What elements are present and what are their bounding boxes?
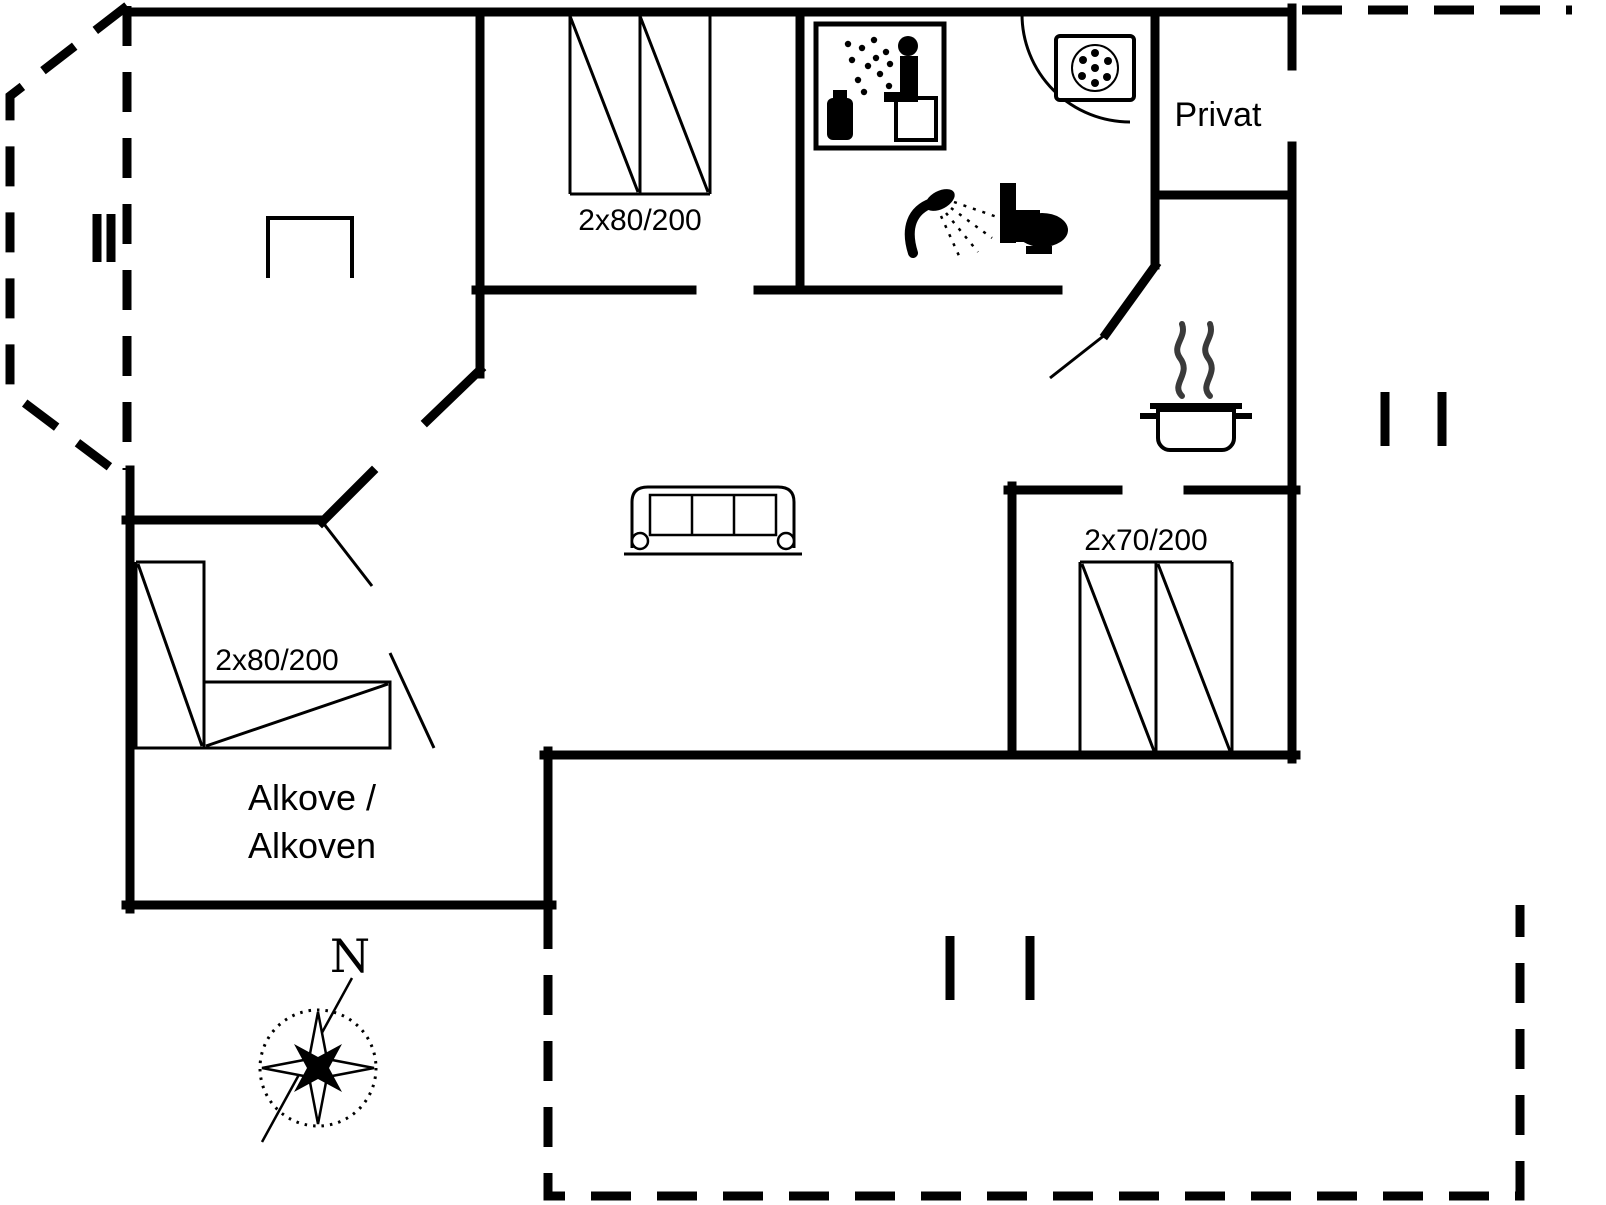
livingroom-diagonal — [420, 363, 487, 428]
compass-rose-icon — [258, 977, 378, 1143]
labels: 2x80/200 Privat 2x70/200 2x80/200 Alkove… — [215, 96, 1262, 983]
alkove-bed — [134, 560, 392, 750]
washing-machine-dots — [1078, 49, 1112, 87]
steam-right — [1202, 321, 1215, 399]
bottom-terrace-opening-marker — [945, 936, 1035, 1000]
toilet-base — [1026, 246, 1052, 254]
kitchen-diagonal-wall — [1099, 259, 1162, 341]
door-swings — [322, 13, 1131, 749]
exterior-walls — [121, 3, 1301, 914]
toilet-tank — [1000, 183, 1016, 243]
sofa-cushion-dividers — [690, 495, 736, 535]
alkove-door-leaf — [322, 523, 374, 587]
bottom-terrace-outline — [543, 905, 1525, 1201]
left-bay-terrace-outline — [5, 2, 130, 484]
terrace-dashed-outlines — [5, 2, 1572, 1201]
bed-diagonal-vertical — [136, 563, 204, 747]
bed-diagonals — [568, 15, 710, 193]
sauna-steam-dots — [844, 36, 894, 96]
label-right-bedroom-bed: 2x70/200 — [1084, 524, 1207, 557]
shower-head — [925, 189, 955, 211]
double-bed-right — [1078, 560, 1234, 753]
sauna-bucket-neck — [833, 90, 847, 100]
sofa-seat — [648, 493, 778, 537]
sofa-arm-right — [776, 531, 796, 551]
opening-markers — [92, 214, 1447, 1000]
washing-machine-icon — [1054, 34, 1136, 102]
shower-icon — [904, 189, 1001, 259]
bay-opening-marker — [92, 214, 116, 262]
alkove-entry-diagonal — [315, 465, 379, 529]
bed-diagonal-horizontal — [205, 682, 389, 748]
label-alkove-line1: Alkove / — [248, 777, 376, 818]
label-alkove-line2: Alkoven — [248, 825, 376, 866]
pot-body — [1156, 408, 1236, 452]
label-top-bedroom-bed: 2x80/200 — [578, 204, 701, 237]
label-compass-north: N — [330, 929, 370, 983]
kitchen-door-leaf — [1049, 332, 1107, 380]
sofa-arm-left — [630, 531, 650, 551]
steam-left — [1174, 321, 1187, 399]
bed-diagonals — [1080, 563, 1232, 752]
closet-door-arc — [1020, 13, 1131, 124]
toilet-bowl — [1016, 213, 1068, 247]
toilet-icon — [1000, 183, 1068, 254]
sauna-pictogram — [813, 21, 947, 151]
cooking-pot-steam-icon — [1140, 321, 1252, 452]
sauna-bucket-icon — [827, 98, 853, 140]
compass-hub — [313, 1063, 323, 1073]
sauna-person-head — [898, 36, 918, 56]
shower-spray — [939, 200, 1001, 259]
sofa-icon — [624, 485, 802, 556]
label-privat: Privat — [1175, 96, 1262, 134]
bed-outline — [568, 14, 712, 196]
sauna-bench — [894, 96, 938, 142]
bed-outline — [1078, 560, 1234, 753]
right-terrace-opening-marker — [1380, 392, 1447, 446]
compass-tick-ring — [258, 1008, 378, 1128]
label-alkove-bed: 2x80/200 — [215, 644, 338, 677]
shower-arm — [904, 198, 937, 258]
washing-machine-drum — [1071, 44, 1119, 92]
alkove-bed-door-leaf — [388, 652, 436, 749]
fireplace-fixture-icon — [266, 216, 354, 278]
interior-walls — [121, 7, 1301, 760]
double-bed-top — [568, 14, 712, 196]
sofa-back — [630, 485, 796, 548]
sauna-person-body — [884, 56, 918, 102]
bed-outline-horizontal — [204, 680, 392, 750]
